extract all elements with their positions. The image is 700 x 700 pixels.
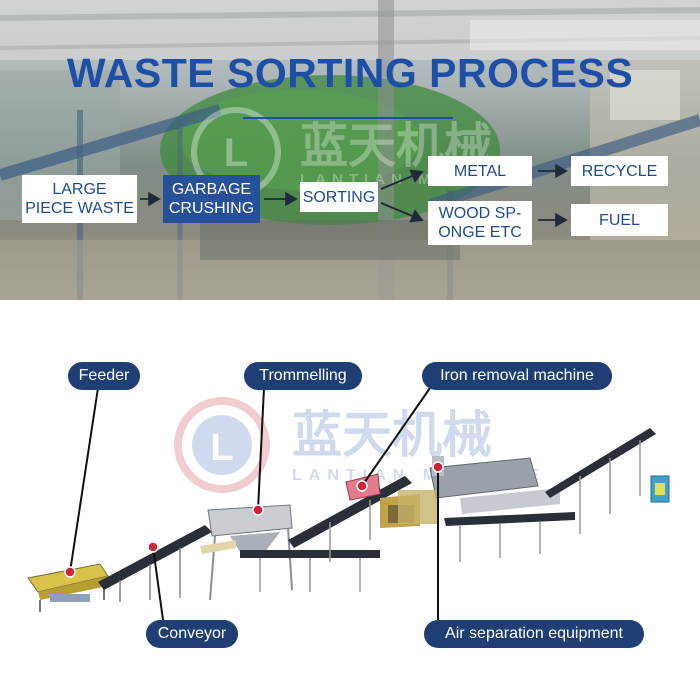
step-fuel: FUEL [571,204,668,236]
feeder-machine [27,563,109,612]
pointer-lines [69,387,439,621]
title-underline [243,117,453,119]
step-large-piece-waste: LARGE PIECE WASTE [22,175,137,223]
process-banner: L 蓝天机械 LANTIAN MACHINE WASTE SORTING PRO… [0,0,700,300]
baler-machine [650,475,670,503]
step-recycle: RECYCLE [571,156,668,186]
air-separation-unit [398,456,575,562]
step-metal: METAL [428,156,532,186]
dot-feeder [64,566,76,578]
pointer-feeder [69,387,99,573]
sorting-line-illustration: L 蓝天机械 LANTIAN MACHINE [27,387,670,621]
label-feeder: Feeder [68,362,140,390]
label-iron-removal-machine: Iron removal machine [422,362,612,390]
dot-iron-removal [356,480,368,492]
dot-trommelling [252,504,264,516]
page-title: WASTE SORTING PROCESS [66,50,634,96]
label-air-separation-equipment: Air separation equipment [424,620,644,648]
conveyor-belt-3 [288,476,412,562]
pointer-dots [64,461,444,578]
pointer-conveyor [152,546,164,621]
label-conveyor: Conveyor [146,620,238,648]
pointer-trommelling [257,387,265,511]
label-trommelling: Trommelling [244,362,362,390]
arrow-to-metal [380,169,424,190]
watermark-chinese-text: 蓝天机械 [292,406,492,464]
equipment-diagram: L 蓝天机械 LANTIAN MACHINE [0,300,700,700]
svg-text:L: L [210,427,233,469]
conveyor-belt-4 [545,428,656,534]
step-garbage-crushing: GARBAGE CRUSHING [163,175,260,223]
flow-arrows [140,163,568,228]
step-sorting: SORTING [300,182,378,212]
step-wood-sponge: WOOD SP- ONGE ETC [428,201,532,245]
arrow-to-wood [380,202,424,223]
conveyor-belt-2 [240,550,380,592]
dot-conveyor [147,541,159,553]
pointer-iron-removal [361,387,431,487]
svg-text:L: L [224,131,248,175]
dot-air-separation [432,461,444,473]
